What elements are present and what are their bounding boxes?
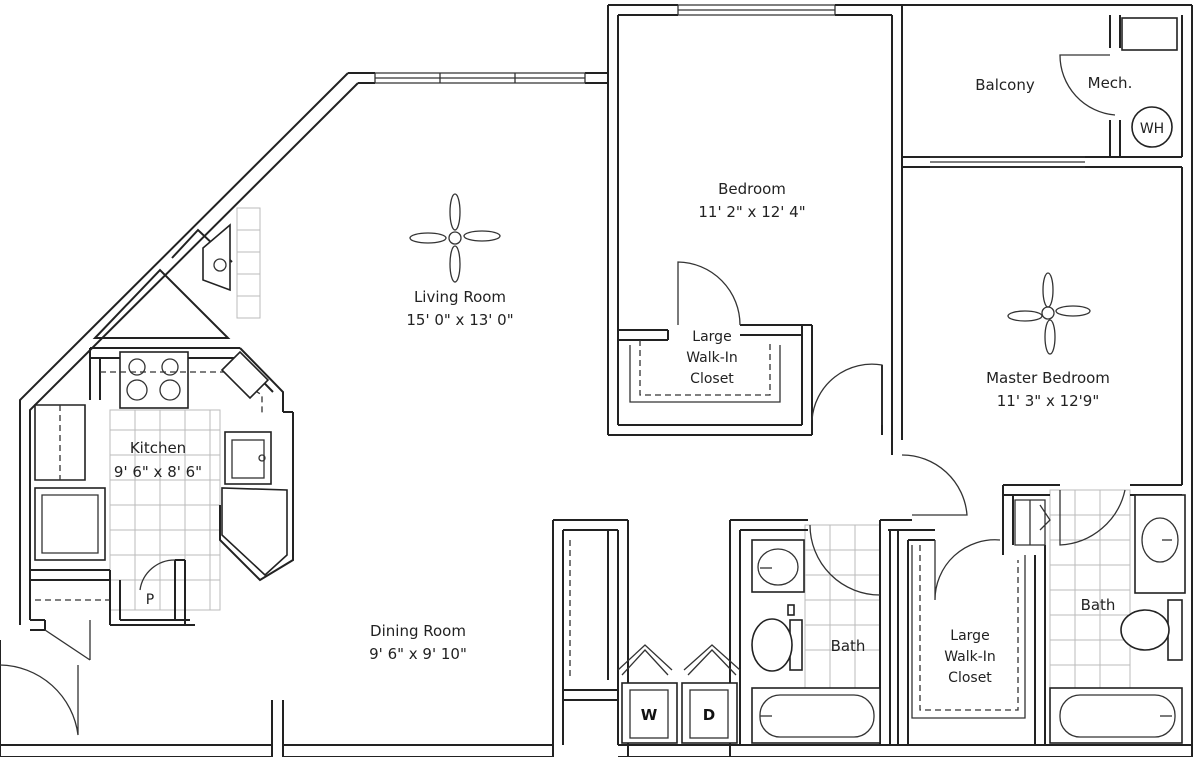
fixtures [34,17,1186,744]
entry-door-swing [0,664,79,736]
mech-name: Mech. [1088,74,1133,92]
fireplace-hearth-tiles [236,207,261,319]
dryer-label: D [703,706,715,724]
dishwasher [220,350,270,400]
dining-room-dims: 9' 6" x 9' 10" [369,645,467,663]
closet2-line1: Large [950,628,989,644]
balcony-name: Balcony [975,76,1035,94]
closet2-door-swing [934,539,1001,601]
living-room-name: Living Room [414,288,506,306]
toilet-icon [751,604,803,672]
bathtub-icon [1049,687,1183,744]
toilet-icon [1120,599,1183,661]
refrigerator [34,487,106,561]
bath1-tile-floor [804,524,881,691]
pantry-label: P [146,592,154,608]
bath2-name: Bath [1081,596,1116,614]
kitchen-dims: 9' 6" x 8' 6" [114,463,202,481]
closet1-line3: Closet [690,371,734,387]
master-bedroom-name: Master Bedroom [986,369,1110,387]
bath1-name: Bath [831,637,866,655]
stove-icon [119,351,189,409]
doors [0,54,1126,736]
mech-door-swing [1059,54,1116,116]
washer-label: W [641,706,658,724]
room-labels: Living Room 15' 0" x 13' 0" Bedroom 11' … [114,74,1164,724]
master-door-swing [901,454,968,516]
bedroom-dims: 11' 2" x 12' 4" [698,203,805,221]
living-room-dims: 15' 0" x 13' 0" [406,311,513,329]
dining-room-name: Dining Room [370,622,466,640]
bath2-door-swing [1059,489,1126,546]
ceiling-fan-icon [1007,272,1091,355]
water-heater-icon [1121,17,1178,148]
bath2-tile-floor [1049,489,1131,691]
ceiling-fan-icon [409,193,501,283]
washer-dryer [621,682,738,744]
kitchen-tile-floor [109,409,221,611]
closet1-line1: Large [692,329,731,345]
closet1-door-swing [677,261,741,326]
pantry-door-swing [139,559,176,591]
bedroom-name: Bedroom [718,180,786,198]
closet2-line3: Closet [948,670,992,686]
wd-bifold [617,644,741,676]
closet2-line2: Walk-In [944,649,996,665]
bathtub-icon [751,687,881,744]
fireplace [202,223,231,292]
sink-icon [1134,494,1186,594]
bedroom-door-swing [811,363,883,425]
closet1-line2: Walk-In [686,350,738,366]
exterior-walls [0,4,1193,757]
water-heater-label: WH [1140,121,1164,137]
sink-icon [751,539,805,593]
sink-icon [224,431,272,485]
bath1-door-swing [809,524,881,596]
master-bedroom-dims: 11' 3" x 12'9" [997,392,1100,410]
coat-door-swing [44,620,91,661]
kitchen-name: Kitchen [130,439,186,457]
